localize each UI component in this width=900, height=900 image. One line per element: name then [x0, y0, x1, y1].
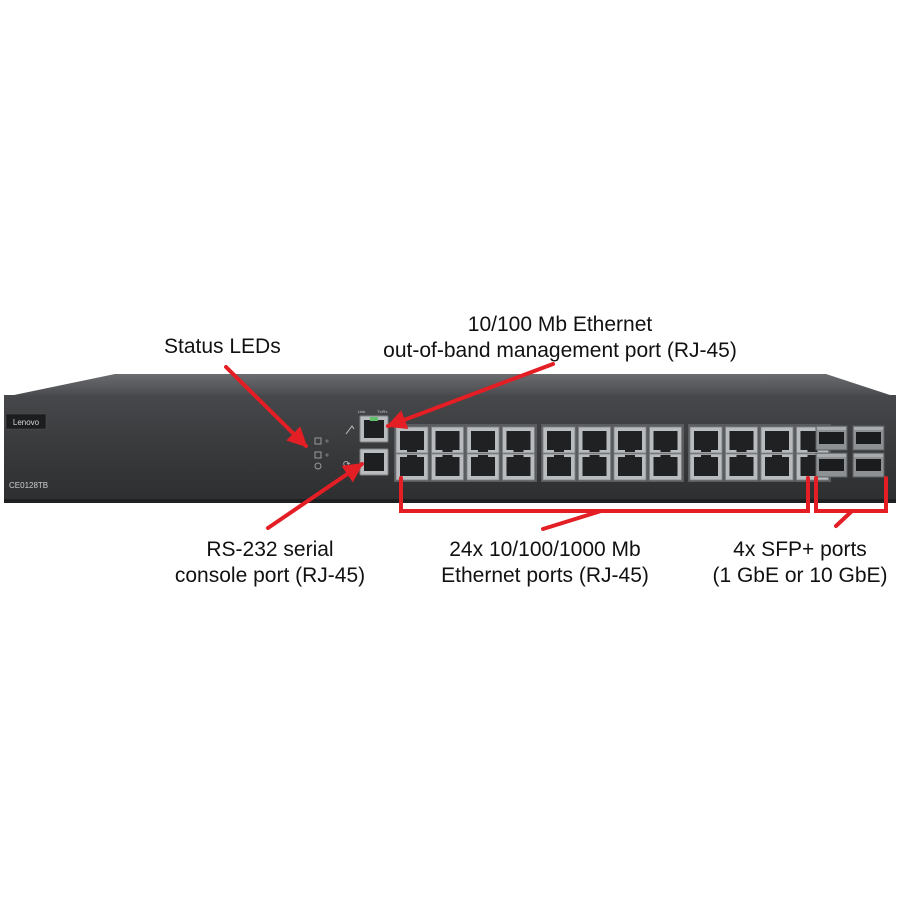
rj45-port[interactable]: [649, 426, 682, 454]
rj45-port[interactable]: [466, 426, 500, 454]
chassis-top: [14, 374, 890, 395]
rj45-port[interactable]: [649, 453, 682, 481]
ethernet-ports-leader: [541, 509, 603, 531]
status-leds-arrow: [224, 365, 308, 448]
mgmt-port-arrow: [386, 362, 555, 430]
rj45-port[interactable]: [395, 453, 429, 481]
ethernet-ports: [394, 424, 831, 482]
brand-badge: [5, 413, 47, 430]
chassis-bottom-edge: [4, 499, 896, 503]
link-label: Link: [358, 409, 365, 414]
rj45-port[interactable]: [725, 453, 758, 481]
rj45-port[interactable]: [689, 426, 723, 454]
console-port-arrow: [266, 462, 364, 530]
mgmt-port[interactable]: Link Tx/Rx: [345, 409, 389, 443]
power-icon: [314, 462, 322, 470]
ethernet-ports-label: 24x 10/100/1000 Mb Ethernet ports (RJ-45…: [441, 538, 649, 587]
brand-logo: Lenovo: [13, 418, 40, 427]
ethernet-ports-bracket: [399, 476, 810, 513]
console-port-label: RS-232 serial console port (RJ-45): [174, 538, 366, 587]
sfp-port[interactable]: [852, 425, 885, 451]
txrx-label: Tx/Rx: [377, 409, 387, 414]
rj45-port[interactable]: [578, 426, 611, 454]
rj45-port[interactable]: [613, 426, 647, 454]
rj45-port[interactable]: [613, 453, 647, 481]
fan-icon: [314, 437, 322, 445]
rj45-port[interactable]: [760, 453, 794, 481]
rj45-port[interactable]: [578, 453, 611, 481]
console-icon: ⟳: [343, 460, 351, 470]
sfp-ports: [815, 425, 885, 478]
rj45-port[interactable]: [431, 426, 464, 454]
rj45-port[interactable]: [725, 426, 758, 454]
mgmt-port-label: 10/100 Mb Ethernet out-of-band managemen…: [383, 313, 737, 362]
sfp-port[interactable]: [815, 452, 848, 478]
rj45-port[interactable]: [431, 453, 464, 481]
rj45-port[interactable]: [689, 453, 723, 481]
status-leds-label: Status LEDs: [164, 335, 281, 358]
rj45-port[interactable]: [542, 453, 576, 481]
rj45-port[interactable]: [502, 426, 535, 454]
rj45-port[interactable]: [542, 426, 576, 454]
status-leds: [314, 437, 329, 470]
led-indicator: [325, 453, 329, 457]
sfp-ports-label: 4x SFP+ ports (1 GbE or 10 GbE): [712, 538, 888, 587]
sfp-ports-leader: [834, 509, 854, 528]
sfp-port[interactable]: [852, 452, 885, 478]
annotations: [224, 362, 888, 531]
rj45-port[interactable]: [502, 453, 535, 481]
model-label: CE0128TB: [9, 481, 48, 490]
led-indicator: [325, 439, 329, 443]
rj45-port[interactable]: [395, 426, 429, 454]
status-icon: [314, 451, 322, 459]
rj45-port[interactable]: [466, 453, 500, 481]
rj45-port[interactable]: [760, 426, 794, 454]
sfp-port[interactable]: [815, 425, 848, 451]
